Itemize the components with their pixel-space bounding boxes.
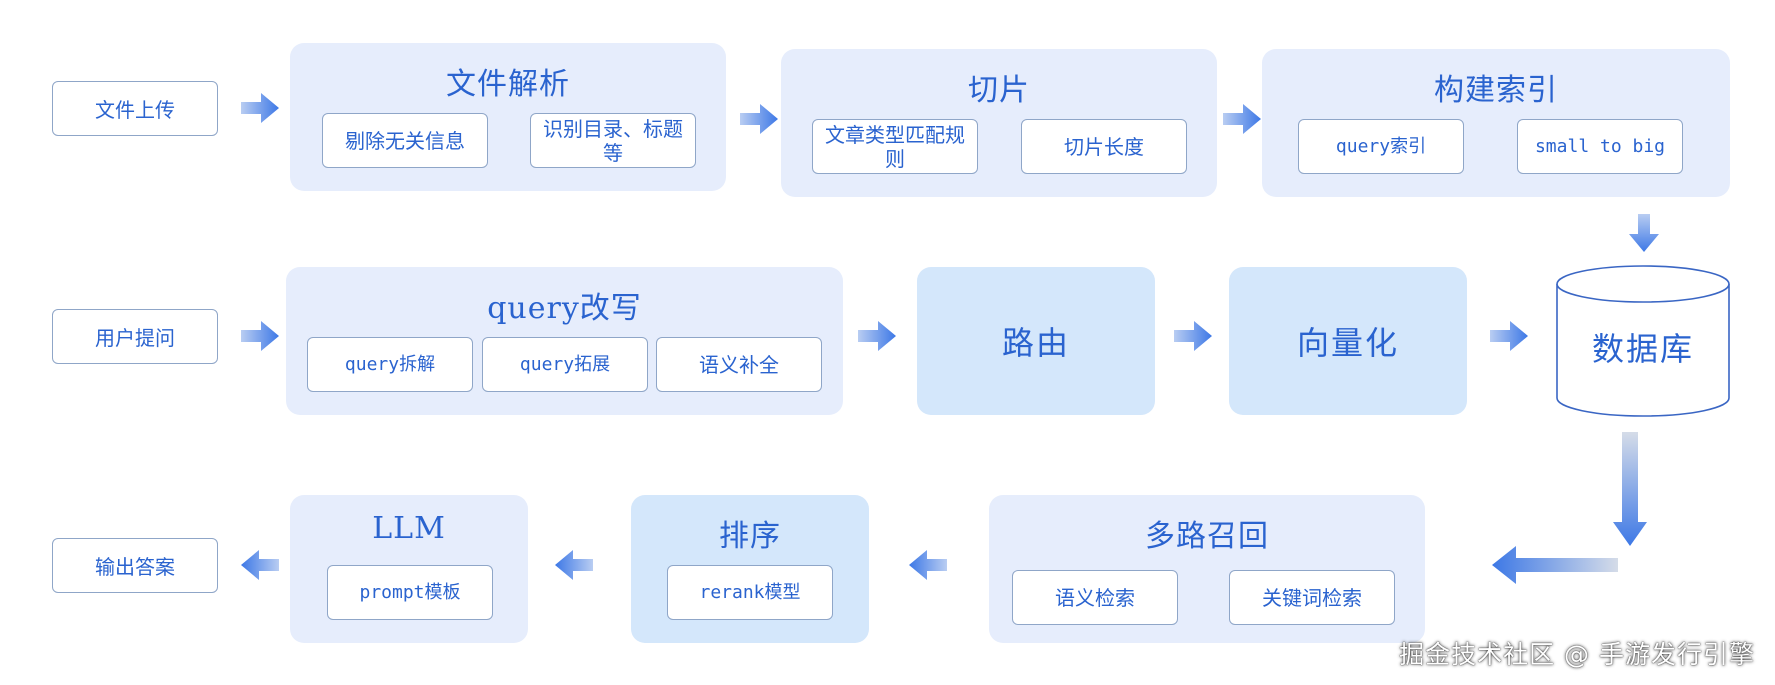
chip-rerank-model: rerank模型 bbox=[667, 565, 833, 620]
panel-title: 构建索引 bbox=[1434, 73, 1558, 108]
chip-query-index: query索引 bbox=[1298, 119, 1464, 174]
panel-title: 路由 bbox=[1001, 324, 1070, 362]
chip-article-type-rules: 文章类型匹配规则 bbox=[812, 119, 978, 174]
database-cylinder-icon: 数据库 bbox=[1553, 262, 1733, 420]
panel-llm: LLM prompt模板 bbox=[290, 495, 528, 643]
step-output-answer: 输出答案 bbox=[52, 538, 218, 593]
chip-query-decompose: query拆解 bbox=[307, 337, 473, 392]
arrow-icon bbox=[909, 550, 947, 580]
watermark: 掘金技术社区 @ 手游发行引擎 bbox=[1399, 640, 1755, 669]
arrow-icon bbox=[241, 93, 279, 123]
step-user-question: 用户提问 bbox=[52, 309, 218, 364]
chip-semantic-search: 语义检索 bbox=[1012, 570, 1178, 625]
chip-query-expand: query拓展 bbox=[482, 337, 648, 392]
arrow-icon bbox=[1490, 432, 1650, 592]
chip-small-to-big: small to big bbox=[1517, 119, 1683, 174]
arrow-icon bbox=[1629, 214, 1659, 252]
panel-build-index: 构建索引 query索引 small to big bbox=[1262, 49, 1730, 197]
arrow-icon bbox=[740, 104, 778, 134]
arrow-icon bbox=[555, 550, 593, 580]
arrow-icon bbox=[1490, 321, 1528, 351]
panel-file-parsing: 文件解析 剔除无关信息 识别目录、标题等 bbox=[290, 43, 726, 191]
step-file-upload: 文件上传 bbox=[52, 81, 218, 136]
arrow-icon bbox=[858, 321, 896, 351]
chip-remove-irrelevant: 剔除无关信息 bbox=[322, 113, 488, 168]
database-label: 数据库 bbox=[1591, 330, 1694, 368]
panel-title: 排序 bbox=[719, 519, 781, 554]
chip-keyword-search: 关键词检索 bbox=[1229, 570, 1395, 625]
chip-identify-toc: 识别目录、标题等 bbox=[530, 113, 696, 168]
arrow-icon bbox=[1223, 104, 1261, 134]
panel-chunking: 切片 文章类型匹配规则 切片长度 bbox=[781, 49, 1217, 197]
arrow-icon bbox=[241, 321, 279, 351]
panel-title: LLM bbox=[372, 511, 446, 546]
panel-ranking: 排序 rerank模型 bbox=[631, 495, 869, 643]
panel-multi-recall: 多路召回 语义检索 关键词检索 bbox=[989, 495, 1425, 643]
panel-title: 切片 bbox=[968, 73, 1030, 108]
panel-vectorization: 向量化 bbox=[1229, 267, 1467, 415]
chip-chunk-length: 切片长度 bbox=[1021, 119, 1187, 174]
panel-query-rewrite: query改写 query拆解 query拓展 语义补全 bbox=[286, 267, 843, 415]
arrow-icon bbox=[1174, 321, 1212, 351]
panel-title: query改写 bbox=[487, 291, 642, 326]
panel-title: 多路召回 bbox=[1145, 519, 1269, 554]
panel-title: 向量化 bbox=[1296, 324, 1399, 362]
panel-title: 文件解析 bbox=[446, 67, 570, 102]
panel-routing: 路由 bbox=[917, 267, 1155, 415]
arrow-icon bbox=[241, 550, 279, 580]
chip-prompt-template: prompt模板 bbox=[327, 565, 493, 620]
chip-semantic-completion: 语义补全 bbox=[656, 337, 822, 392]
